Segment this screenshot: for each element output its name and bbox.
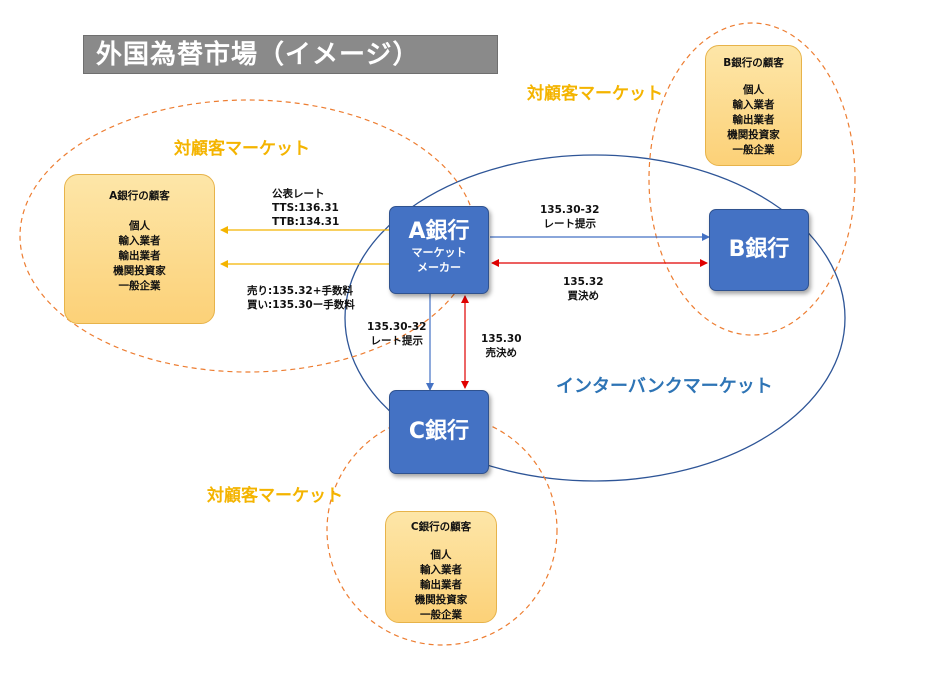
a-bank-customers-box: A銀行の顧客 個人 輸入業者 輸出業者 機関投資家 一般企業 (64, 174, 215, 324)
c-customer-market-label: 対顧客マーケット (207, 486, 343, 506)
customer-item: 一般企業 (118, 280, 161, 292)
a-bank-name: A銀行 (408, 219, 470, 244)
customer-rate-label: 売り:135.32+手数料 買い:135.30ー手数料 (247, 284, 355, 312)
b-customer-market-ellipse (648, 22, 856, 336)
c-deal-label: 135.30 売決め (481, 332, 522, 360)
b-deal-caption: 買決め (567, 290, 600, 302)
a-customers-heading: A銀行の顧客 (109, 190, 170, 202)
b-deal-label: 135.32 買決め (563, 275, 604, 303)
b-customers-heading: B銀行の顧客 (723, 57, 784, 69)
interbank-market-ellipse (344, 154, 846, 482)
a-to-c-quote-value: 135.30-32 (367, 321, 427, 333)
customer-item: 個人 (129, 220, 150, 232)
customer-item: 輸出業者 (732, 114, 775, 126)
interbank-market-label: インターバンクマーケット (556, 376, 773, 397)
a-to-c-quote-caption: レート提示 (370, 335, 424, 347)
customer-item: 一般企業 (732, 144, 775, 156)
buy-rate: 買い:135.30ー手数料 (247, 299, 355, 311)
customer-item: 個人 (743, 84, 764, 96)
c-deal-caption: 売決め (485, 347, 518, 359)
a-to-b-quote-caption: レート提示 (543, 218, 597, 230)
customer-item: 一般企業 (420, 609, 462, 621)
b-bank-box: B銀行 (709, 209, 809, 291)
page-title: 外国為替市場（イメージ） (83, 35, 498, 74)
a-to-b-quote-label: 135.30-32 レート提示 (540, 203, 600, 231)
customer-item: 輸出業者 (420, 579, 462, 591)
a-to-b-quote-value: 135.30-32 (540, 204, 600, 216)
customer-item: 機関投資家 (113, 265, 166, 277)
c-deal-value: 135.30 (481, 333, 522, 345)
a-bank-box: A銀行 マーケット メーカー (389, 206, 489, 294)
b-bank-customers-box: B銀行の顧客 個人 輸入業者 輸出業者 機関投資家 一般企業 (705, 45, 802, 166)
b-customer-market-label: 対顧客マーケット (527, 84, 663, 104)
public-rate-title: 公表レート (272, 188, 325, 200)
ttb-rate: TTB:134.31 (272, 216, 340, 228)
c-bank-box: C銀行 (389, 390, 489, 474)
a-customer-market-label: 対顧客マーケット (174, 139, 310, 159)
customer-item: 輸入業者 (732, 99, 775, 111)
customer-item: 機関投資家 (414, 594, 468, 606)
c-bank-customers-box: C銀行の顧客 個人 輸入業者 輸出業者 機関投資家 一般企業 (385, 511, 497, 623)
sell-rate: 売り:135.32+手数料 (247, 285, 354, 297)
a-bank-role-line2: メーカー (417, 261, 461, 274)
c-customers-heading: C銀行の顧客 (410, 521, 472, 533)
customer-item: 個人 (430, 549, 452, 561)
public-rate-label: 公表レート TTS:136.31 TTB:134.31 (272, 187, 339, 229)
customer-item: 輸出業者 (118, 250, 161, 262)
b-bank-name: B銀行 (728, 237, 790, 262)
customer-item: 輸入業者 (420, 564, 462, 576)
b-deal-value: 135.32 (563, 276, 604, 288)
c-bank-name: C銀行 (408, 419, 470, 444)
a-bank-role-line1: マーケット (411, 246, 467, 259)
tts-rate: TTS:136.31 (272, 202, 339, 214)
a-to-c-quote-label: 135.30-32 レート提示 (367, 320, 427, 348)
customer-item: 輸入業者 (118, 235, 161, 247)
customer-item: 機関投資家 (727, 129, 780, 141)
